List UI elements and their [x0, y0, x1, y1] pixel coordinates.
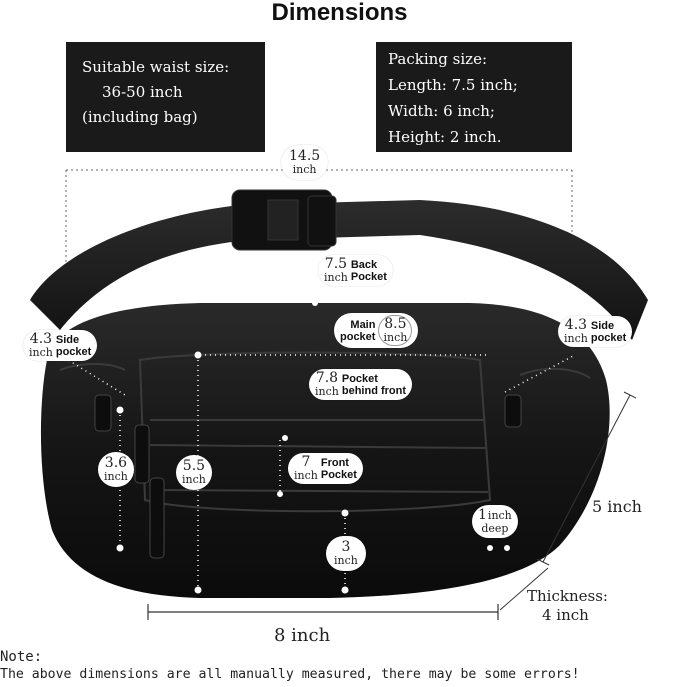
pocket-behind-front-unit: inch: [315, 385, 339, 398]
width-dimension-label: 8 inch: [274, 625, 331, 646]
thickness-label: Thickness:: [527, 587, 608, 605]
waist-size-note: (including bag): [82, 108, 198, 126]
left-height-unit: inch: [104, 470, 128, 483]
note-label: Note:: [0, 649, 43, 665]
back-pocket-unit: inch: [324, 271, 348, 284]
waist-size-range: 36-50 inch: [102, 83, 183, 101]
waist-size-heading: Suitable waist size:: [82, 58, 230, 76]
deep-callout: 1 inch deep: [472, 505, 518, 538]
deep-unit: inch: [487, 509, 512, 522]
middle-height-unit: inch: [182, 473, 206, 486]
pocket-behind-front-name-2: behind front: [341, 384, 407, 397]
strap-width-unit: inch: [292, 163, 317, 176]
right-side-pocket-value: 4.3: [564, 317, 588, 333]
bottom-depth-callout: 3 inch: [326, 536, 366, 571]
packing-width: Width: 6 inch;: [388, 102, 495, 120]
back-pocket-name-1: Back: [350, 258, 378, 271]
bag-dotted-guides: [59, 354, 576, 590]
height-dimension-label: 5 inch: [592, 497, 642, 516]
main-pocket-callout: Main pocket 8.5 inch: [334, 313, 419, 348]
note-text: The above dimensions are all manually me…: [0, 667, 580, 682]
front-pocket-name-1: Front: [320, 456, 349, 469]
packing-size-box: Packing size: Length: 7.5 inch; Width: 6…: [376, 42, 572, 152]
back-pocket-callout: 7.5 inch Back Pocket: [318, 255, 393, 286]
page-title: Dimensions: [271, 0, 408, 26]
belt-strap: [30, 200, 648, 340]
deep-label: deep: [481, 522, 509, 535]
main-pocket-name-2: pocket: [340, 330, 376, 343]
strap-width-callout: 14.5 inch: [281, 145, 329, 180]
left-height-value: 3.6: [104, 455, 128, 471]
waist-size-box: Suitable waist size: 36-50 inch (includi…: [66, 42, 265, 152]
left-side-pocket-name-1: Side: [55, 333, 80, 346]
right-side-pocket-name-2: pocket: [590, 331, 627, 344]
main-pocket-name-1: Main: [350, 318, 376, 331]
zipper-pulls: [94, 394, 522, 559]
left-side-pocket-callout: 4.3 inch Side pocket: [23, 330, 98, 361]
width-measure-line: [147, 604, 499, 620]
packing-height: Height: 2 inch.: [388, 128, 502, 146]
front-pocket-callout: 7 inch Front Pocket: [288, 453, 363, 484]
middle-height-value: 5.5: [182, 458, 206, 474]
front-pocket-unit: inch: [294, 469, 318, 482]
right-side-pocket-name-1: Side: [590, 319, 615, 332]
pocket-behind-front-name-1: Pocket: [341, 372, 378, 385]
left-height-callout: 3.6 inch: [98, 452, 134, 487]
right-side-pocket-callout: 4.3 inch Side pocket: [558, 316, 633, 347]
right-side-pocket-unit: inch: [564, 332, 588, 345]
left-side-pocket-value: 4.3: [29, 331, 53, 347]
back-pocket-name-2: Pocket: [350, 270, 387, 283]
deep-value: 1: [478, 507, 487, 523]
left-side-pocket-unit: inch: [29, 346, 53, 359]
front-pocket-name-2: Pocket: [320, 468, 357, 481]
bottom-depth-value: 3: [341, 539, 351, 555]
main-pocket-value: 8.5: [384, 316, 407, 332]
bag-seams: [59, 351, 591, 513]
thickness-measure-line: [499, 567, 549, 611]
guide-dots: [116, 300, 510, 594]
pocket-behind-front-value: 7.8: [315, 370, 339, 386]
back-pocket-value: 7.5: [324, 256, 348, 272]
front-pocket-value: 7: [301, 454, 311, 470]
bag-body: [40, 303, 610, 598]
buckle: [231, 189, 337, 251]
packing-size-heading: Packing size:: [388, 50, 488, 68]
height-measure-line: [536, 391, 637, 566]
thickness-value: 4 inch: [542, 606, 589, 624]
bottom-depth-unit: inch: [334, 554, 358, 567]
middle-height-callout: 5.5 inch: [176, 455, 212, 490]
pocket-behind-front-callout: 7.8 inch Pocket behind front: [309, 369, 413, 400]
main-pocket-unit: inch: [383, 331, 408, 344]
left-side-pocket-name-2: pocket: [55, 345, 92, 358]
strap-width-value: 14.5: [289, 148, 321, 164]
packing-length: Length: 7.5 inch;: [388, 76, 518, 94]
